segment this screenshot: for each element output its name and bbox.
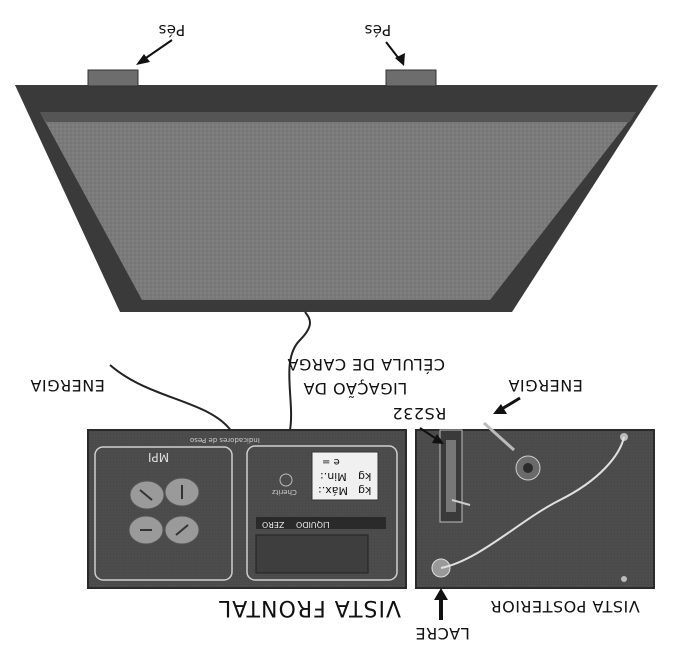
label-energia-front: ENERGIA (30, 376, 105, 395)
keypad-title: MPI (148, 450, 170, 464)
brand-logo (279, 473, 293, 487)
liquido-label: LIQUIDO (296, 520, 330, 529)
unit-kg-1: kg (358, 470, 372, 483)
foot-right (385, 69, 437, 87)
spec-label (311, 451, 379, 501)
top-strip-text: Indicadores de Peso (190, 436, 260, 444)
label-energia-rear: ENERGIA (508, 376, 583, 395)
label-celula: CÉLULA DE CARGA (287, 355, 446, 374)
scale-platform (15, 85, 658, 312)
keypad-area (94, 446, 233, 581)
label-pes-left: Pés (158, 21, 186, 39)
keypad-keys (128, 477, 200, 545)
display-e: e = (322, 456, 340, 467)
arrow-pes-left (136, 39, 173, 65)
zero-label: ZERO (262, 520, 285, 529)
label-vista-posterior: VISTA POSTERIOR (490, 597, 640, 616)
display-area (246, 445, 398, 581)
label-pes-right: Pés (364, 21, 392, 39)
arrow-energia-rear (482, 396, 521, 452)
seal-wire (440, 436, 625, 569)
arrow-lacre (434, 588, 448, 620)
function-strip (256, 517, 386, 529)
lcd-window (255, 534, 369, 574)
arrow-pes-right (385, 41, 405, 66)
foot-left (87, 69, 139, 87)
arrow-rs232 (419, 427, 444, 444)
energy-cable-front (109, 364, 233, 433)
display-max: Máx.: (318, 484, 348, 497)
rear-panel (415, 429, 655, 589)
brand-text: Cheritz (272, 488, 297, 496)
label-vista-frontal: VISTA FRONTAL (218, 595, 402, 620)
front-panel (87, 429, 407, 589)
unit-kg-2: kg (358, 484, 372, 497)
label-rs232: RS232 (392, 404, 447, 423)
display-min: Min.: (320, 470, 347, 483)
load-cell-cable (288, 311, 311, 431)
label-lacre: LACRE (415, 624, 470, 643)
label-ligacao: LIGAÇÃO DA (303, 379, 408, 398)
